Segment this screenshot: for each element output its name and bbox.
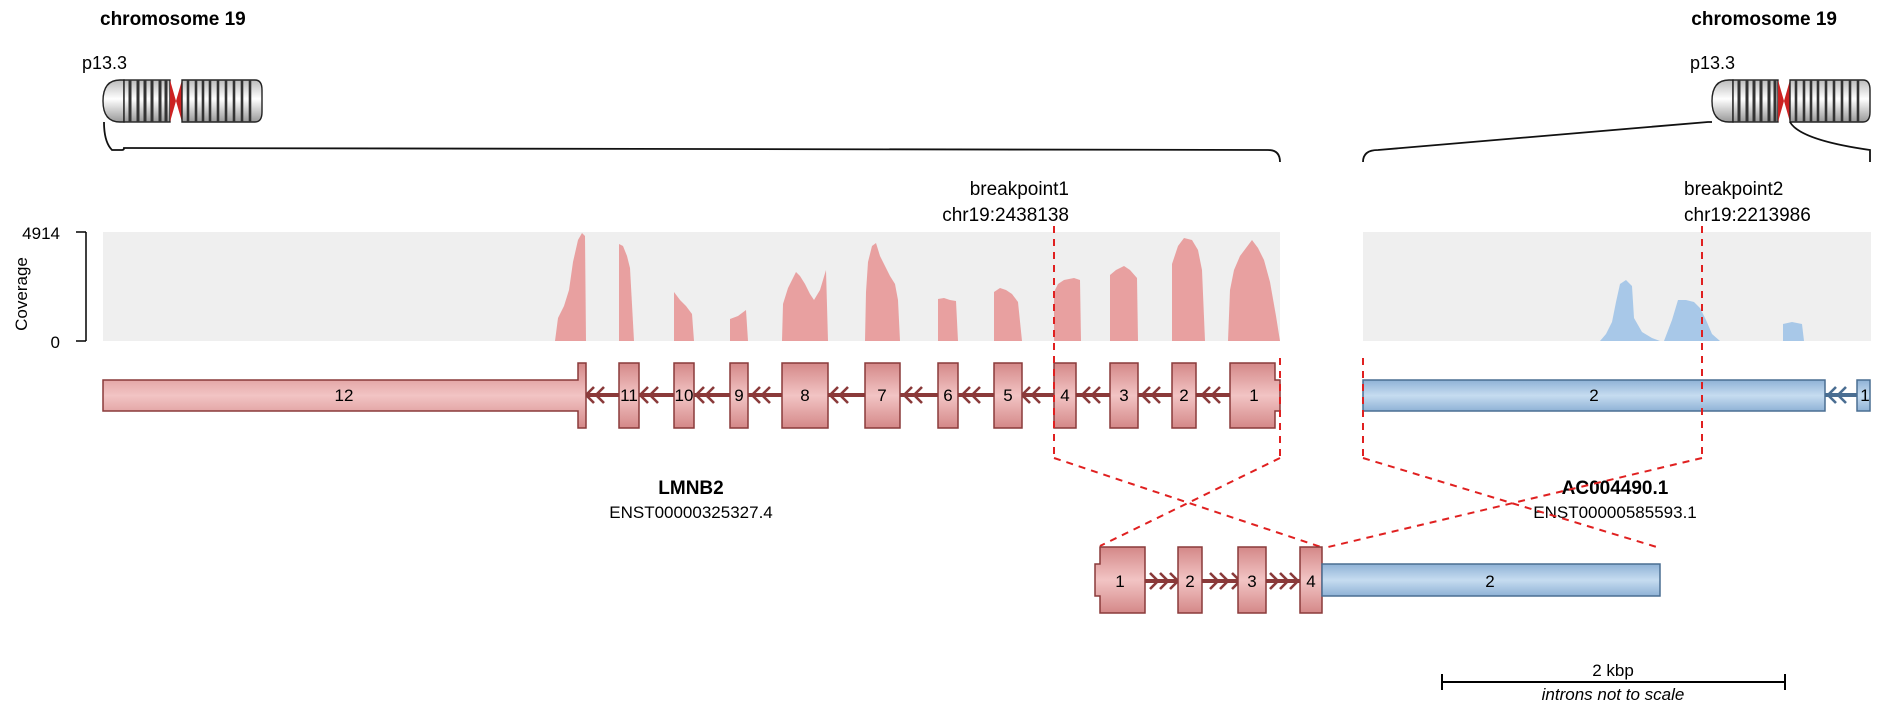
- breakpoint1-label: breakpoint1: [970, 179, 1069, 200]
- coverage-min-label: 0: [51, 333, 60, 352]
- exon-label: 9: [734, 386, 743, 405]
- exon-label: 5: [1003, 386, 1012, 405]
- left-band-label: p13.3: [82, 53, 127, 73]
- exon-label: 1: [1115, 572, 1124, 591]
- exon-label: 6: [943, 386, 952, 405]
- exon-label: 2: [1485, 572, 1494, 591]
- scale-bar-note: introns not to scale: [1542, 685, 1685, 704]
- left-transcript-id: ENST00000325327.4: [609, 503, 773, 522]
- exon-label: 4: [1306, 572, 1315, 591]
- exon-label: 1: [1860, 386, 1869, 405]
- right-chromosome-ideogram: [1711, 79, 1871, 123]
- fusion-exon-numbers: 1 2 3 4 2: [1115, 572, 1494, 591]
- fusion-transcript: [1094, 546, 1661, 614]
- exon-label: 12: [335, 386, 354, 405]
- breakpoint2-label: breakpoint2: [1684, 179, 1783, 200]
- exon-label: 2: [1589, 386, 1598, 405]
- exon-label: 7: [877, 386, 886, 405]
- exon-label: 2: [1185, 572, 1194, 591]
- scale-bar-label: 2 kbp: [1592, 661, 1634, 680]
- coverage-max-label: 4914: [22, 224, 60, 243]
- left-gene-name: LMNB2: [658, 478, 723, 499]
- breakpoint-lines: [1053, 226, 1703, 549]
- exon-label: 3: [1119, 386, 1128, 405]
- right-gene-name: AC004490.1: [1562, 478, 1669, 499]
- left-zoom-curve: [103, 121, 1281, 163]
- coverage-axis-title: Coverage: [12, 257, 31, 331]
- left-chromosome-ideogram: [102, 79, 263, 123]
- right-coverage-peaks: [1600, 280, 1804, 341]
- right-gene-model: [1362, 379, 1871, 412]
- exon-label: 8: [800, 386, 809, 405]
- left-exon-numbers: 12 11 10 9 8 7 6 5 4 3 2 1: [335, 386, 1259, 405]
- exon-label: 2: [1179, 386, 1188, 405]
- right-band-label: p13.3: [1690, 53, 1735, 73]
- breakpoint1-position: chr19:2438138: [942, 205, 1069, 226]
- exon-label: 1: [1249, 386, 1258, 405]
- right-zoom-curve: [1362, 121, 1871, 163]
- exon-label: 10: [675, 386, 694, 405]
- left-coverage-peaks: [555, 233, 1280, 341]
- left-chromosome-label: chromosome 19: [100, 9, 246, 30]
- exon-label: 3: [1247, 572, 1256, 591]
- left-gene-model: [102, 362, 1281, 429]
- right-transcript-id: ENST00000585593.1: [1533, 503, 1697, 522]
- scale-bar: [1441, 674, 1786, 690]
- breakpoint2-position: chr19:2213986: [1684, 205, 1811, 226]
- coverage-axis: [76, 231, 87, 342]
- right-chromosome-label: chromosome 19: [1691, 9, 1837, 30]
- exon-label: 4: [1060, 386, 1069, 405]
- exon-label: 11: [620, 386, 638, 405]
